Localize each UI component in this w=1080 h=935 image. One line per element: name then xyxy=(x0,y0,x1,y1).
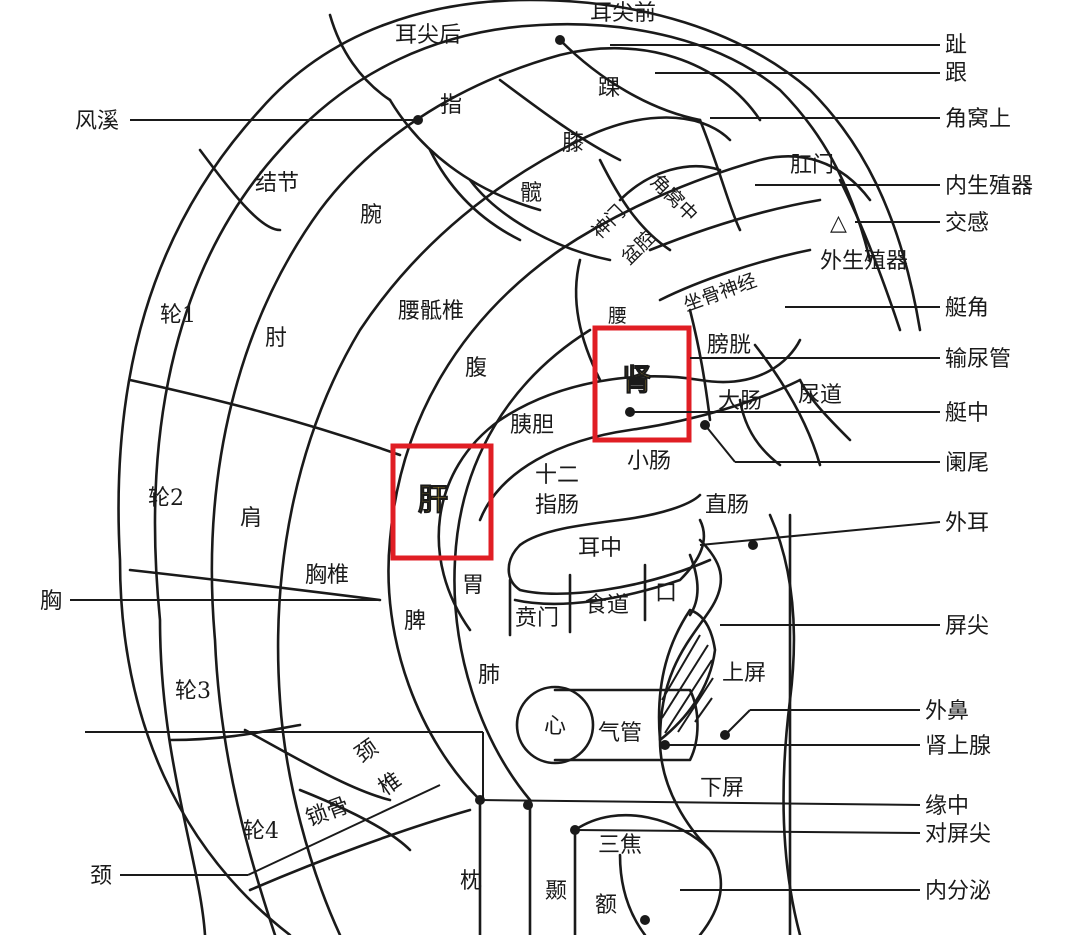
callout-cymba-angle: 艇角 xyxy=(945,296,989,321)
label-small-intestine: 小肠 xyxy=(627,449,671,474)
region-labels: 耳尖后 耳尖前 指 踝 膝 结节 腕 髋 角窝中 神门 盆腔 肛门 坐骨神经 外… xyxy=(148,1,908,918)
label-cardia: 贲门 xyxy=(515,606,559,631)
callout-cymba-center: 艇中 xyxy=(945,401,989,426)
label-helix3: 轮3 xyxy=(175,679,211,704)
label-lower-tragus: 下屏 xyxy=(700,776,744,801)
label-large-intestine: 大肠 xyxy=(718,389,762,414)
label-helix1: 轮1 xyxy=(160,303,196,328)
label-shoulder: 肩 xyxy=(240,506,262,531)
label-ear-center: 耳中 xyxy=(578,536,622,561)
callout-sympathetic: 交感 xyxy=(945,211,989,236)
label-cervical1: 颈 xyxy=(351,735,383,768)
label-temple: 颞 xyxy=(545,879,567,904)
label-knee: 膝 xyxy=(562,131,584,156)
label-sanjiao: 三焦 xyxy=(598,833,642,858)
label-bladder: 膀胱 xyxy=(707,333,751,358)
label-clavicle: 锁骨 xyxy=(303,793,353,832)
label-finger: 指 xyxy=(440,93,462,118)
label-spleen: 脾 xyxy=(404,609,426,634)
label-urethra: 尿道 xyxy=(798,383,842,408)
label-duodenum1: 十二 xyxy=(535,463,579,488)
ear-outline xyxy=(117,0,922,935)
label-rectum: 直肠 xyxy=(705,493,749,518)
label-helix4: 轮4 xyxy=(243,819,279,844)
label-forehead: 额 xyxy=(595,893,617,918)
label-helix2: 轮2 xyxy=(148,486,184,511)
label-ear-tip-front: 耳尖前 xyxy=(590,1,656,26)
label-wrist: 腕 xyxy=(360,203,382,228)
label-anus: 肛门 xyxy=(790,153,834,178)
label-occiput: 枕 xyxy=(460,869,482,894)
label-knot: 结节 xyxy=(255,171,299,196)
callout-adrenal: 肾上腺 xyxy=(925,734,991,759)
callout-external-nose: 外鼻 xyxy=(925,699,969,724)
label-abdomen: 腹 xyxy=(465,356,487,381)
callout-tragus-apex: 屏尖 xyxy=(945,614,989,639)
label-elbow: 肘 xyxy=(265,326,287,351)
callout-edge-center: 缘中 xyxy=(925,794,969,819)
label-ext-genitals: 外生殖器 xyxy=(820,249,908,274)
label-ankle: 踝 xyxy=(598,76,620,101)
callout-antitragus-apex: 对屏尖 xyxy=(925,822,991,847)
label-thoracic: 胸椎 xyxy=(305,563,349,588)
label-upper-tragus: 上屏 xyxy=(722,661,766,686)
label-esophagus: 食道 xyxy=(585,593,629,618)
callout-neck: 颈 xyxy=(90,864,112,889)
callout-appendix: 阑尾 xyxy=(945,451,989,476)
label-lumbosacral: 腰骶椎 xyxy=(398,299,464,324)
kidney-label: 肾 xyxy=(622,363,652,398)
callout-internal-genitals: 内生殖器 xyxy=(945,174,1033,199)
label-shenmen: 神门 xyxy=(587,201,629,243)
callout-ureter: 输尿管 xyxy=(945,347,1011,372)
triangle-symbol: △ xyxy=(830,211,847,236)
label-stomach: 胃 xyxy=(462,573,484,598)
callout-toe: 趾 xyxy=(945,33,967,58)
label-hip: 髋 xyxy=(520,181,542,206)
kidney-highlight-box xyxy=(592,325,692,443)
label-lung: 肺 xyxy=(478,663,500,688)
label-trachea: 气管 xyxy=(598,721,642,746)
label-pelvis: 盆腔 xyxy=(617,227,659,269)
callout-lines xyxy=(70,35,941,925)
callout-wind-stream: 风溪 xyxy=(75,109,119,134)
callout-external-ear: 外耳 xyxy=(945,511,989,536)
label-mouth: 口 xyxy=(655,581,677,606)
liver-highlight-box xyxy=(390,443,494,561)
callout-labels: 趾 跟 角窝上 内生殖器 交感 艇角 输尿管 艇中 阑尾 外耳 屏尖 外鼻 肾上… xyxy=(40,33,1033,904)
label-ureter-top: 腰 xyxy=(608,305,627,327)
callout-endocrine: 内分泌 xyxy=(925,879,991,904)
label-sciatic: 坐骨神经 xyxy=(681,270,760,317)
label-heart: 心 xyxy=(544,714,566,739)
liver-label: 肝 xyxy=(418,483,448,518)
label-ear-tip-back: 耳尖后 xyxy=(395,23,461,48)
label-duodenum2: 指肠 xyxy=(535,493,579,518)
callout-heel: 跟 xyxy=(945,61,967,86)
callout-upper-fossa: 角窝上 xyxy=(945,107,1011,132)
callout-chest: 胸 xyxy=(40,589,62,614)
label-pancreas: 胰胆 xyxy=(510,413,554,438)
